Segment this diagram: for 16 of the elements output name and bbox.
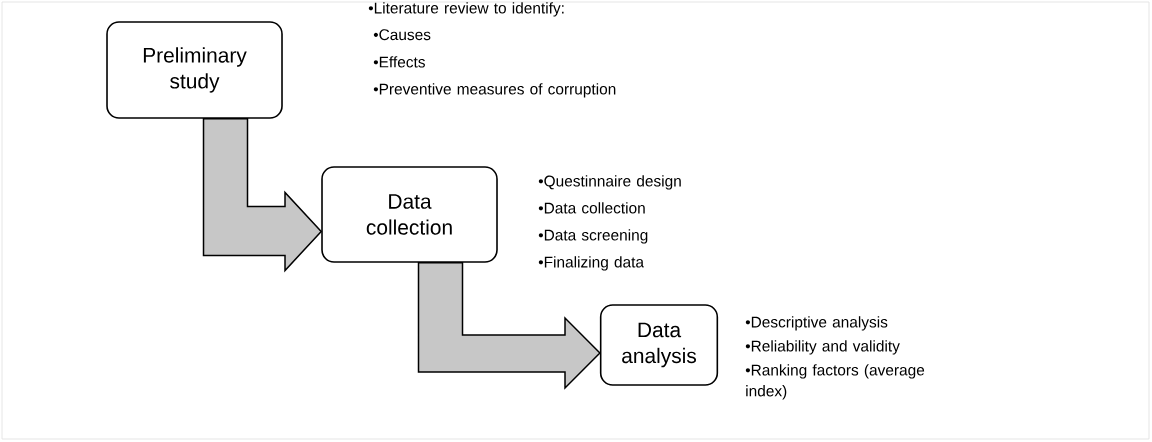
block-arrow — [417, 262, 601, 390]
bullet-text: •Data screening — [538, 229, 648, 244]
bullet-text: •Effects — [373, 56, 425, 68]
process-box: Data collection — [321, 166, 498, 263]
bullet-text: •Causes — [373, 29, 431, 41]
bullet-text: •Ranking factors (average index) — [745, 364, 925, 400]
process-box: Preliminary study — [106, 21, 283, 119]
bullet-text: •Descriptive analysis — [745, 316, 888, 331]
bullet-text: •Reliability and validity — [745, 340, 900, 355]
bullet-text: •Finalizing data — [538, 256, 644, 271]
bullet-text: •Preventive measures of corruption — [373, 83, 616, 98]
bullet-text: •Data collection — [538, 202, 645, 214]
bullet-text: •Questinnaire design — [538, 175, 681, 190]
process-box: Data analysis — [599, 304, 719, 386]
bullet-text: •Literature review to identify: — [368, 2, 564, 17]
block-arrow — [202, 118, 323, 273]
